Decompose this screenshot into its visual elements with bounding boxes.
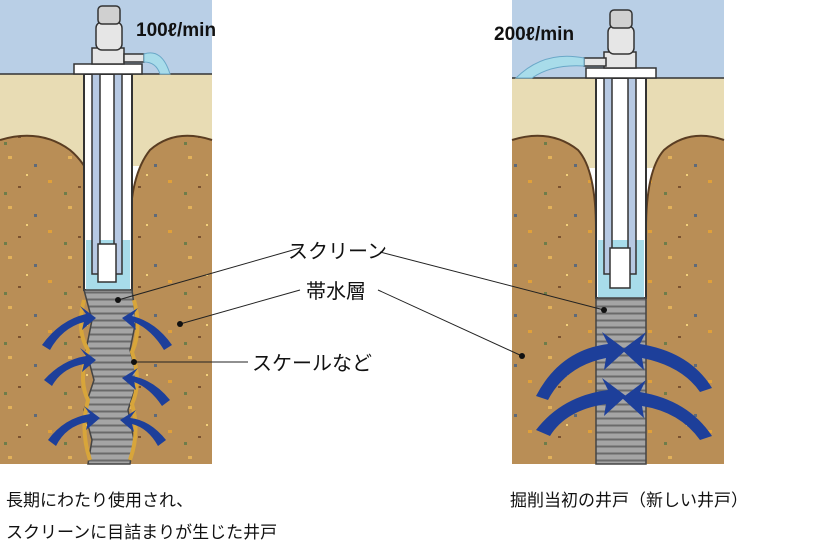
right-inflow-arrows	[536, 332, 712, 440]
left-caption-line1: 長期にわたり使用され、	[6, 491, 194, 511]
left-outflow	[143, 52, 171, 75]
leader-lines	[117, 247, 605, 363]
scale-deposit	[78, 299, 92, 461]
right-flow-rate: 200ℓ/min	[494, 24, 574, 45]
left-flow-rate: 100ℓ/min	[136, 20, 216, 41]
aquifer-label: 帯水層	[306, 279, 366, 303]
left-well: 100ℓ/min	[0, 0, 216, 465]
right-outflow	[514, 55, 585, 79]
left-caption-line2: スクリーンに目詰まりが生じた井戸	[6, 523, 278, 543]
scale-label: スケールなど	[252, 351, 372, 375]
left-inflow-arrows	[42, 306, 172, 446]
screen-label: スクリーン	[288, 239, 387, 263]
right-submersible-pump	[609, 247, 631, 289]
left-submersible-pump	[97, 243, 117, 283]
right-caption: 掘削当初の井戸（新しい井戸）	[510, 491, 748, 511]
right-well: 200ℓ/min	[494, 0, 725, 465]
